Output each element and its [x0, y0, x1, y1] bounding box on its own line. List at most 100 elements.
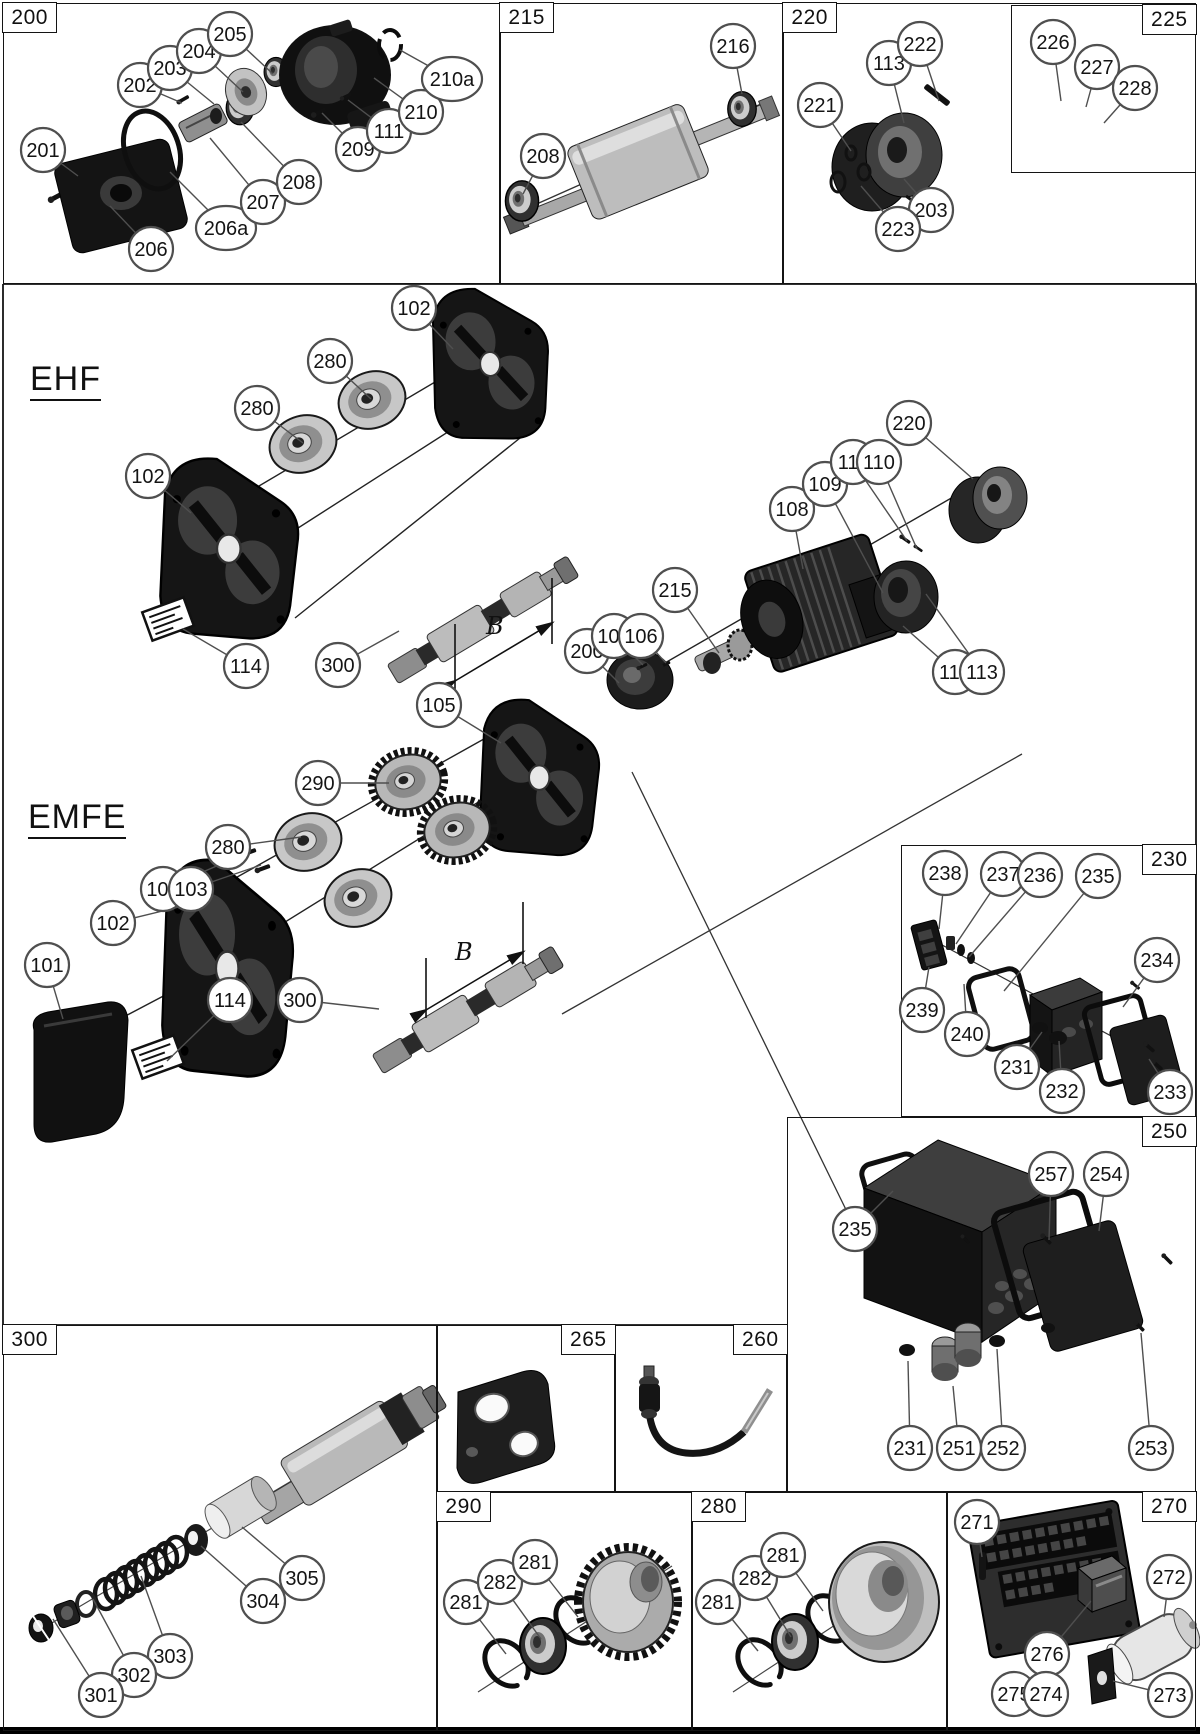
- callout-223: 223: [874, 205, 922, 253]
- callout-257: 257: [1027, 1150, 1075, 1198]
- svg-text:101: 101: [30, 955, 63, 977]
- callout-236: 236: [1016, 851, 1064, 899]
- callout-228: 228: [1111, 64, 1159, 112]
- callout-271: 271: [953, 1498, 1001, 1546]
- callout-114: 114: [206, 976, 254, 1024]
- svg-text:251: 251: [942, 1438, 975, 1460]
- svg-text:239: 239: [905, 1000, 938, 1022]
- thermal-probe-260-drawing: [639, 1365, 773, 1457]
- svg-text:227: 227: [1080, 57, 1113, 79]
- callout-276: 276: [1023, 1630, 1071, 1678]
- svg-text:281: 281: [449, 1592, 482, 1614]
- callout-282: 282: [476, 1558, 524, 1606]
- svg-text:204: 204: [182, 41, 215, 63]
- callout-253: 253: [1127, 1424, 1175, 1472]
- callout-238: 238: [921, 849, 969, 897]
- svg-text:103: 103: [174, 879, 207, 901]
- svg-text:276: 276: [1030, 1644, 1063, 1666]
- svg-text:240: 240: [950, 1024, 983, 1046]
- callout-281: 281: [694, 1578, 742, 1626]
- callout-231: 231: [993, 1043, 1041, 1091]
- svg-text:280: 280: [313, 351, 346, 373]
- callout-231: 231: [886, 1424, 934, 1472]
- svg-text:113: 113: [966, 662, 998, 684]
- svg-text:109: 109: [808, 474, 841, 496]
- svg-text:226: 226: [1036, 32, 1069, 54]
- callout-251: 251: [935, 1424, 983, 1472]
- svg-text:301: 301: [84, 1685, 117, 1707]
- callout-226: 226: [1029, 18, 1077, 66]
- callout-110: 110: [855, 438, 903, 486]
- gear-kit-290-drawing: [476, 1543, 682, 1694]
- svg-text:205: 205: [213, 24, 246, 46]
- callout-301: 301: [77, 1671, 125, 1719]
- svg-text:252: 252: [986, 1438, 1019, 1460]
- svg-text:235: 235: [838, 1219, 871, 1241]
- callout-290: 290: [294, 759, 342, 807]
- callout-220: 220: [885, 399, 933, 447]
- svg-text:216: 216: [716, 36, 749, 58]
- callout-207: 207: [239, 178, 287, 226]
- dimension-label-b-ehf: B: [486, 612, 504, 640]
- svg-text:300: 300: [321, 655, 354, 677]
- svg-text:237: 237: [986, 864, 1019, 886]
- callout-208: 208: [275, 158, 323, 206]
- svg-text:257: 257: [1034, 1164, 1067, 1186]
- svg-text:300: 300: [283, 990, 316, 1012]
- svg-text:114: 114: [230, 656, 262, 678]
- svg-text:253: 253: [1134, 1438, 1167, 1460]
- svg-text:208: 208: [282, 172, 315, 194]
- callout-280: 280: [233, 384, 281, 432]
- callout-201: 201: [19, 126, 67, 174]
- svg-text:272: 272: [1152, 1567, 1185, 1589]
- svg-text:208: 208: [526, 146, 559, 168]
- callout-105: 105: [415, 681, 463, 729]
- brake-220-drawing: [829, 84, 950, 214]
- svg-text:274: 274: [1029, 1684, 1062, 1706]
- callout-281: 281: [511, 1538, 559, 1586]
- cable-gland-drawing: [931, 1322, 982, 1381]
- svg-text:303: 303: [153, 1646, 186, 1668]
- svg-text:102: 102: [96, 913, 129, 935]
- callout-305: 305: [278, 1554, 326, 1602]
- dimension-label-b-emfe: B: [455, 938, 473, 966]
- svg-text:275: 275: [997, 1684, 1030, 1706]
- svg-text:232: 232: [1045, 1081, 1078, 1103]
- svg-text:280: 280: [211, 837, 244, 859]
- svg-text:210: 210: [404, 102, 437, 124]
- callout-281: 281: [759, 1531, 807, 1579]
- callout-221: 221: [796, 81, 844, 129]
- control-enclosure-250-drawing: [859, 1139, 1174, 1381]
- callout-210a: 210a: [420, 55, 484, 103]
- svg-text:282: 282: [483, 1572, 516, 1594]
- callout-235: 235: [831, 1205, 879, 1253]
- svg-text:290: 290: [301, 773, 334, 795]
- callout-206: 206: [127, 225, 175, 273]
- svg-text:206a: 206a: [204, 218, 249, 240]
- callout-304: 304: [239, 1577, 287, 1625]
- callout-206a: 206a: [194, 204, 258, 252]
- section-title-ehf: EHF: [30, 361, 101, 401]
- callout-215: 215: [651, 566, 699, 614]
- callout-205: 205: [206, 10, 254, 58]
- svg-text:207: 207: [246, 192, 279, 214]
- svg-text:113: 113: [873, 53, 905, 75]
- rotor-215-drawing: [502, 91, 781, 235]
- callout-254: 254: [1082, 1150, 1130, 1198]
- svg-text:203: 203: [153, 58, 186, 80]
- callout-234: 234: [1133, 936, 1181, 984]
- svg-text:304: 304: [246, 1591, 279, 1613]
- svg-text:206: 206: [134, 239, 167, 261]
- svg-text:302: 302: [117, 1665, 150, 1687]
- svg-text:236: 236: [1023, 865, 1056, 887]
- terminal-box-230-drawing: [910, 919, 1185, 1106]
- svg-text:280: 280: [240, 398, 273, 420]
- callout-216: 216: [709, 22, 757, 70]
- callout-102: 102: [89, 899, 137, 947]
- callout-232: 232: [1038, 1067, 1086, 1115]
- callout-273: 273: [1146, 1671, 1194, 1719]
- svg-text:231: 231: [1000, 1057, 1033, 1079]
- svg-text:106: 106: [624, 626, 657, 648]
